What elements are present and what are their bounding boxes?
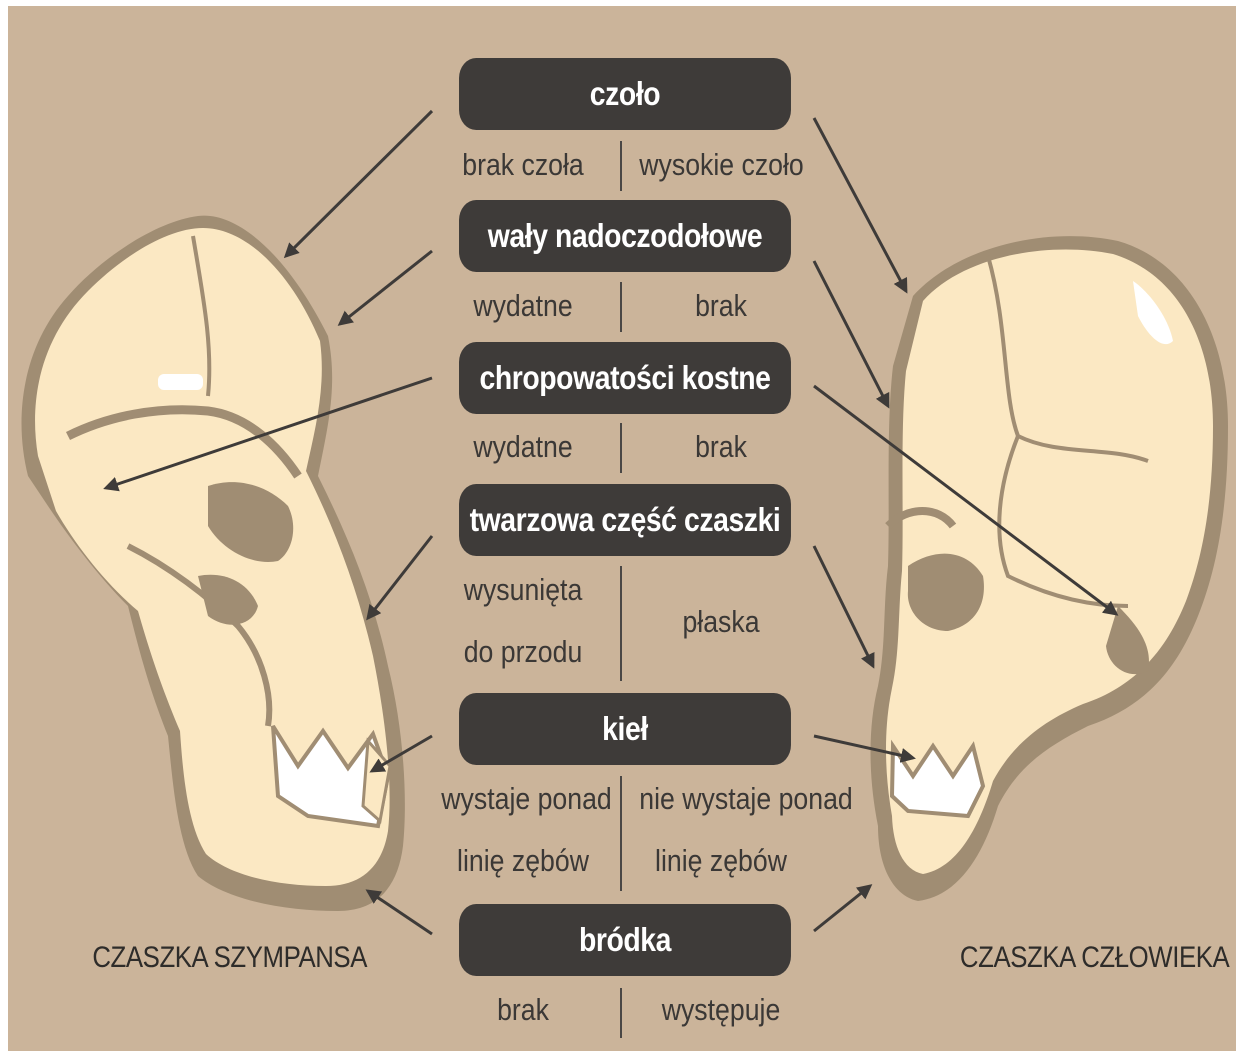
- human-forehead-value: wysokie czoło: [639, 134, 802, 196]
- diagram-canvas: czoło brak czoła wysokie czoło wały nado…: [8, 6, 1236, 1051]
- column-divider: [620, 776, 622, 891]
- human-canine-line2: linię zębów: [639, 830, 802, 892]
- human-facial-part-value: płaska: [639, 591, 802, 653]
- feature-pill-canine: kieł: [459, 693, 791, 765]
- chimp-facial-part-line1: wysunięta: [441, 559, 604, 621]
- column-divider: [620, 988, 622, 1038]
- human-bone-roughness-value: brak: [639, 416, 802, 478]
- chimp-bone-roughness-value: wydatne: [441, 416, 604, 478]
- column-divider: [620, 423, 622, 473]
- feature-pill-facial-part: twarzowa część czaszki: [459, 484, 791, 556]
- feature-pill-forehead: czoło: [459, 58, 791, 130]
- chimp-canine-line1: wystaje ponad: [441, 768, 604, 830]
- chimp-chin-value: brak: [441, 979, 604, 1041]
- chimp-forehead-value: brak czoła: [441, 134, 604, 196]
- column-divider: [620, 282, 622, 332]
- feature-pill-bone-roughness: chropowatości kostne: [459, 342, 791, 414]
- chimp-facial-part-line2: do przodu: [441, 621, 604, 683]
- human-chin-value: występuje: [639, 979, 802, 1041]
- chimp-brow-ridges-value: wydatne: [441, 275, 604, 337]
- chimpanzee-skull-label: CZASZKA SZYMPANSA: [92, 941, 367, 975]
- column-divider: [620, 566, 622, 681]
- human-canine-line1: nie wystaje ponad: [639, 768, 802, 830]
- human-brow-ridges-value: brak: [639, 275, 802, 337]
- feature-pill-chin: bródka: [459, 904, 791, 976]
- chimp-canine-line2: linię zębów: [441, 830, 604, 892]
- column-divider: [620, 141, 622, 191]
- human-skull-label: CZASZKA CZŁOWIEKA: [960, 941, 1229, 975]
- feature-pill-brow-ridges: wały nadoczodołowe: [459, 200, 791, 272]
- human-skull: [871, 236, 1229, 901]
